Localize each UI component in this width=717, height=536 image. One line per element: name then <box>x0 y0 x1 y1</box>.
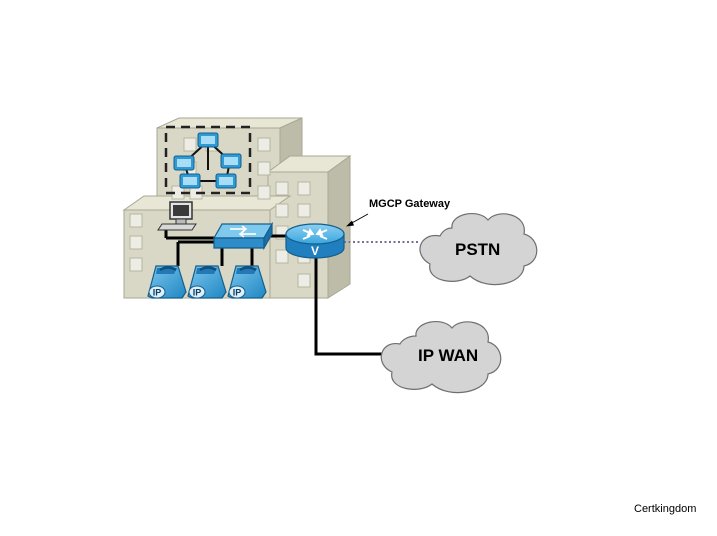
wan-link <box>314 256 392 356</box>
building-window <box>257 185 271 200</box>
building-window <box>297 273 311 288</box>
building-window <box>129 213 143 228</box>
workstation-icon <box>157 201 197 231</box>
ip-phone-tag: IP <box>193 288 202 298</box>
building-window <box>183 137 197 152</box>
ip-phone-tag: IP <box>153 288 162 298</box>
ip-phone-icon: IP <box>147 265 187 299</box>
router-voice-letter: V <box>311 244 319 258</box>
call-server-icon <box>220 153 242 169</box>
pstn-cloud-label: PSTN <box>455 240 501 259</box>
call-server-icon <box>197 132 219 148</box>
call-server-icon <box>179 173 201 189</box>
ip-phone-tag: IP <box>233 288 242 298</box>
building-window <box>129 257 143 272</box>
ip-phone-icon: IP <box>227 265 267 299</box>
building-window <box>297 203 311 218</box>
building-window <box>257 137 271 152</box>
watermark-text: Certkingdom <box>634 503 697 515</box>
ip-phone-icon: IP <box>187 265 227 299</box>
building-window <box>297 181 311 196</box>
building-window <box>275 181 289 196</box>
call-server-icon <box>215 173 237 189</box>
lan-switch-icon <box>212 221 274 251</box>
building-window <box>275 249 289 264</box>
network-cloud-icon <box>419 212 538 286</box>
gateway-callout-arrow <box>346 213 369 227</box>
building-window <box>129 235 143 250</box>
ip-wan-cloud-label: IP WAN <box>418 346 479 365</box>
building-window <box>257 161 271 176</box>
gateway-label: MGCP Gateway <box>369 198 451 210</box>
network-cloud-icon <box>380 320 502 394</box>
call-manager-cluster-icon <box>164 125 252 195</box>
voice-router-icon: V <box>285 223 345 259</box>
call-server-icon <box>173 155 195 171</box>
building-window <box>275 203 289 218</box>
